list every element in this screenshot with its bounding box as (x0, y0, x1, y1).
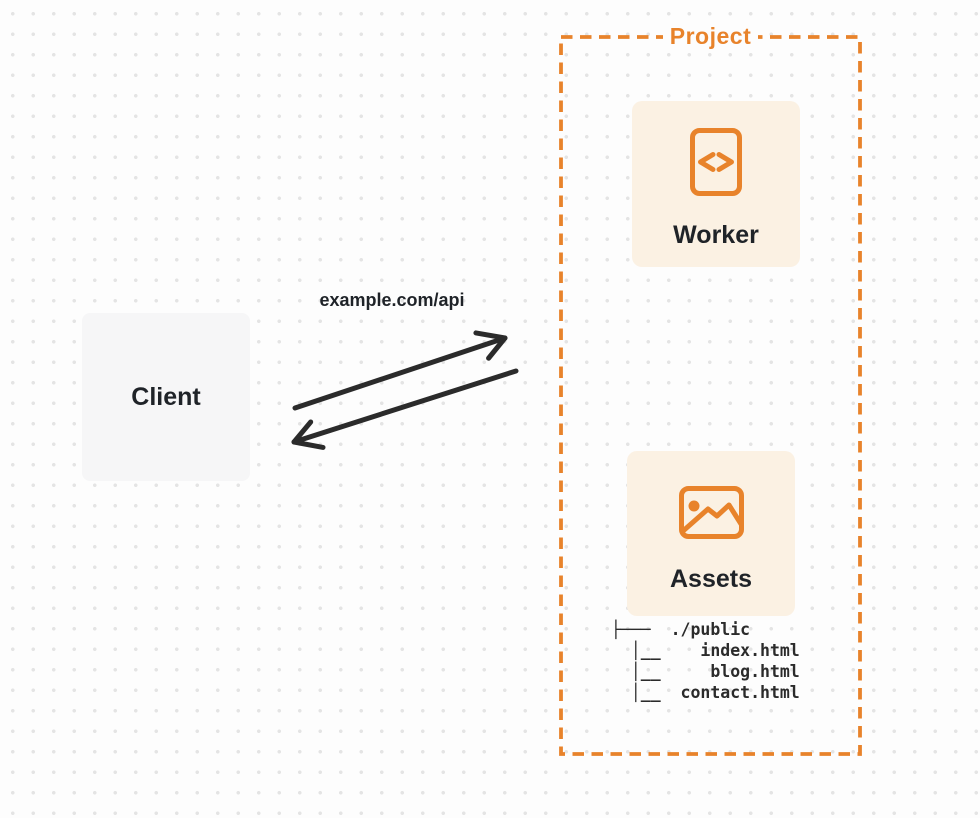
request-url-label: example.com/api (319, 290, 465, 310)
assets-node: Assets (627, 451, 795, 616)
project-boundary-label: Project (561, 23, 860, 49)
worker-node: Worker (632, 101, 800, 267)
project-label-text: Project (662, 23, 759, 49)
worker-node-label: Worker (673, 221, 759, 249)
assets-file-tree: ├─── ./public │__ index.html │__ blog.ht… (611, 620, 800, 702)
client-node: Client (82, 313, 250, 481)
request-arrow (292, 330, 508, 411)
response-arrow (291, 368, 519, 450)
code-file-icon (690, 128, 742, 196)
client-node-label: Client (131, 383, 201, 411)
assets-node-label: Assets (670, 565, 752, 593)
image-icon (678, 486, 744, 539)
